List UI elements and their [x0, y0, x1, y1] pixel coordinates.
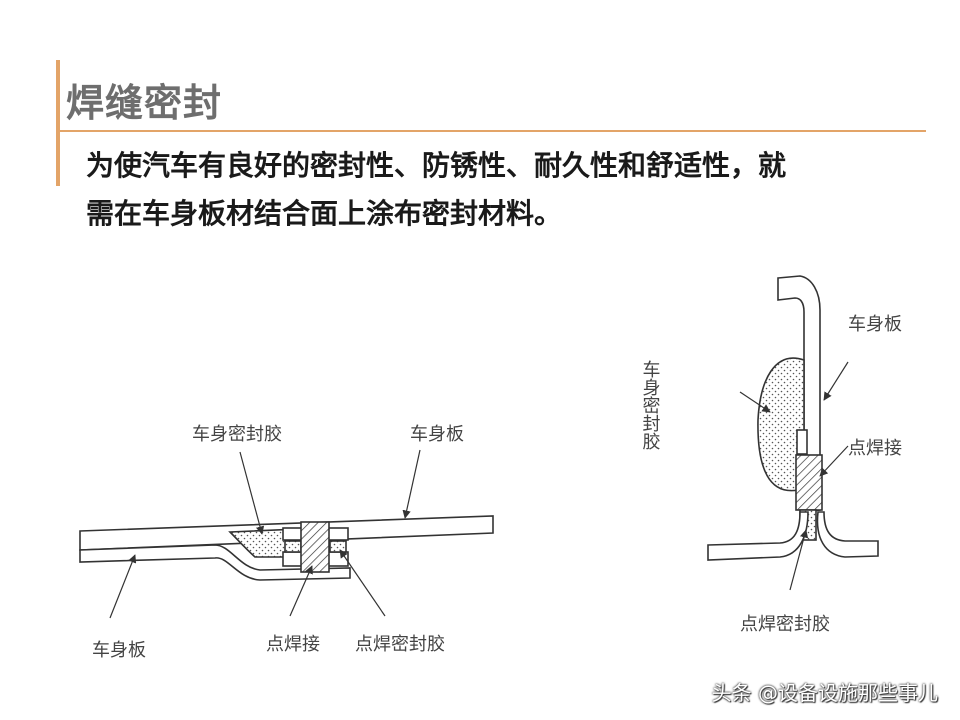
watermark: 头条 @设备设施那些事儿 [711, 681, 938, 705]
left-weld-sealant-b [329, 540, 347, 553]
left-leader-panel-top [402, 449, 421, 519]
description-line-2: 需在车身板材结合面上涂布密封材料。 [86, 197, 563, 230]
right-label-spot-weld: 点焊接 [848, 438, 902, 459]
right-label-sealant: 车身密封胶 [640, 360, 661, 450]
left-leader-panel-bottom [109, 554, 137, 619]
right-leader-sealant [739, 391, 771, 413]
right-body-sealant [757, 357, 805, 492]
left-leader-spot-weld [289, 565, 313, 617]
right-left-flange [707, 511, 809, 561]
left-label-panel-top: 车身板 [410, 424, 464, 445]
right-leader-weld-sealant [789, 529, 809, 591]
right-plate-a [796, 429, 808, 455]
right-label-panel: 车身板 [848, 314, 902, 335]
right-right-flange [816, 511, 879, 558]
title-divider [60, 130, 926, 132]
right-spot-weld [795, 454, 823, 511]
left-spot-weld [300, 521, 330, 573]
page-title: 焊缝密封 [66, 81, 223, 125]
left-lower-panel [79, 544, 351, 581]
left-label-spot-weld: 点焊接 [266, 634, 320, 655]
left-leader-weld-sealant [339, 549, 386, 617]
right-leader-panel [823, 361, 849, 401]
title-accent-bar [56, 60, 60, 186]
left-weld-sealant-a [284, 540, 302, 553]
right-joint-diagram [707, 275, 879, 561]
right-leader-spot-weld [819, 445, 849, 477]
left-label-sealant: 车身密封胶 [192, 424, 282, 445]
left-label-panel-bottom: 车身板 [92, 640, 146, 661]
left-leader-sealant [239, 451, 265, 535]
left-label-weld-sealant: 点焊密封胶 [355, 634, 445, 655]
right-label-weld-sealant: 点焊密封胶 [740, 614, 830, 635]
description-line-1: 为使汽车有良好的密封性、防锈性、耐久性和舒适性，就 [86, 149, 787, 182]
left-joint-diagram [79, 515, 494, 581]
description-text: 为使汽车有良好的密封性、防锈性、耐久性和舒适性，就 需在车身板材结合面上涂布密封… [86, 142, 926, 238]
